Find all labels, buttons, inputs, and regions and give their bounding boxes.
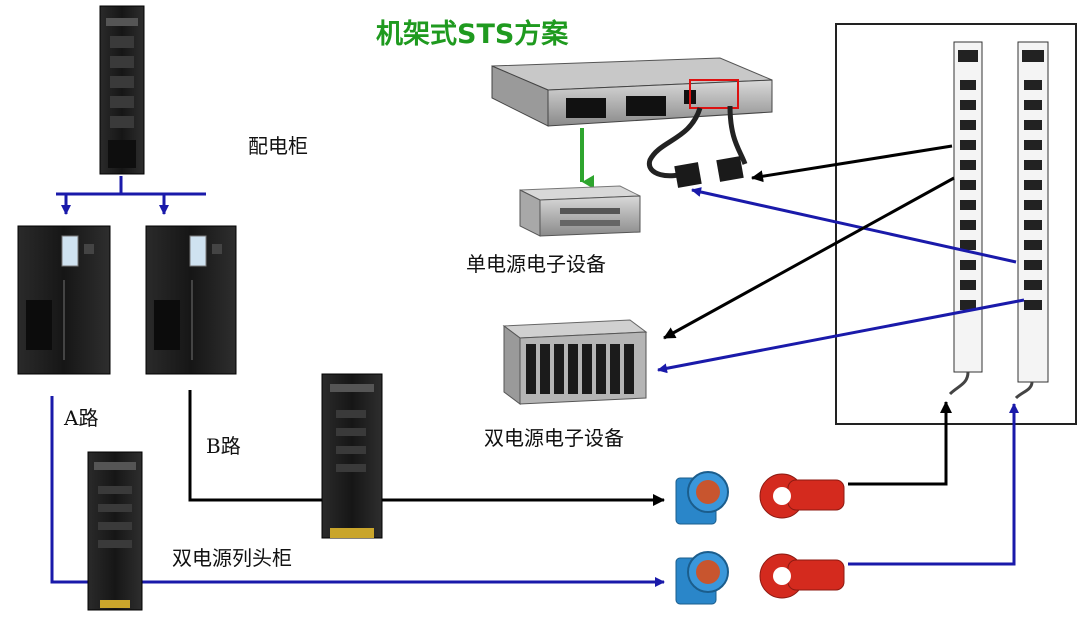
pdu-a-to-sts-arrow bbox=[751, 144, 953, 183]
distribution-cabinet-label: 配电柜 bbox=[248, 134, 308, 158]
ups-b-icon bbox=[145, 225, 237, 375]
pdu-strip-icon bbox=[1014, 41, 1049, 400]
pdu-b-to-sts-arrow bbox=[691, 187, 1017, 264]
rack-sts-unit-icon bbox=[491, 57, 773, 188]
small-cabinet-icon bbox=[321, 373, 383, 539]
blade-server-icon bbox=[502, 319, 648, 405]
industrial-socket-icon bbox=[675, 471, 729, 525]
diagram-title: 机架式STS方案 bbox=[376, 19, 569, 50]
industrial-plug-icon bbox=[759, 553, 845, 599]
dual-head-cabinet-label: 双电源列头柜 bbox=[172, 546, 292, 570]
industrial-plug-icon bbox=[759, 473, 845, 519]
ups-a-icon bbox=[17, 225, 111, 375]
plug-b-to-pdu-line bbox=[848, 403, 1019, 566]
distribution-cabinet-icon bbox=[99, 5, 145, 175]
path-a-line bbox=[50, 396, 665, 587]
industrial-socket-icon bbox=[675, 551, 729, 605]
single-power-device-icon bbox=[519, 185, 641, 237]
pdu-a-to-blade-arrow bbox=[663, 176, 955, 340]
single-power-device-label: 单电源电子设备 bbox=[466, 252, 606, 276]
pdu-b-to-blade-arrow bbox=[657, 298, 1025, 374]
path-b-label: B路 bbox=[206, 434, 241, 458]
pdu-strip-icon bbox=[948, 41, 983, 396]
path-b-line bbox=[188, 390, 665, 506]
head-cabinet-icon bbox=[87, 451, 143, 611]
path-a-label: A路 bbox=[64, 406, 99, 430]
dual-power-device-label: 双电源电子设备 bbox=[484, 426, 624, 450]
plug-a-to-pdu-line bbox=[848, 401, 952, 486]
